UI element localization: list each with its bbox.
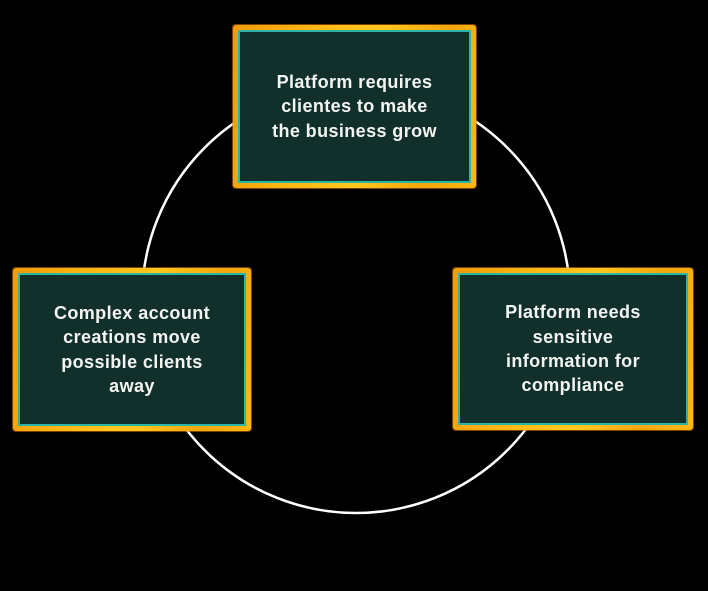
node-inner-panel: Platform needs sensitive information for… [458,273,688,425]
node-left-label: Complex account creations move possible … [53,302,211,396]
node-inner-panel: Platform requires clientes to make the b… [238,30,471,183]
node-platform-requires-clients: Platform requires clientes to make the b… [233,25,476,188]
node-right-label: Platform needs sensitive information for… [505,302,641,396]
node-complex-account-creations: Complex account creations move possible … [13,268,251,431]
node-top-label: Platform requires clientes to make the b… [272,72,437,141]
node-platform-needs-sensitive-info: Platform needs sensitive information for… [453,268,693,430]
node-inner-panel: Complex account creations move possible … [18,273,246,426]
